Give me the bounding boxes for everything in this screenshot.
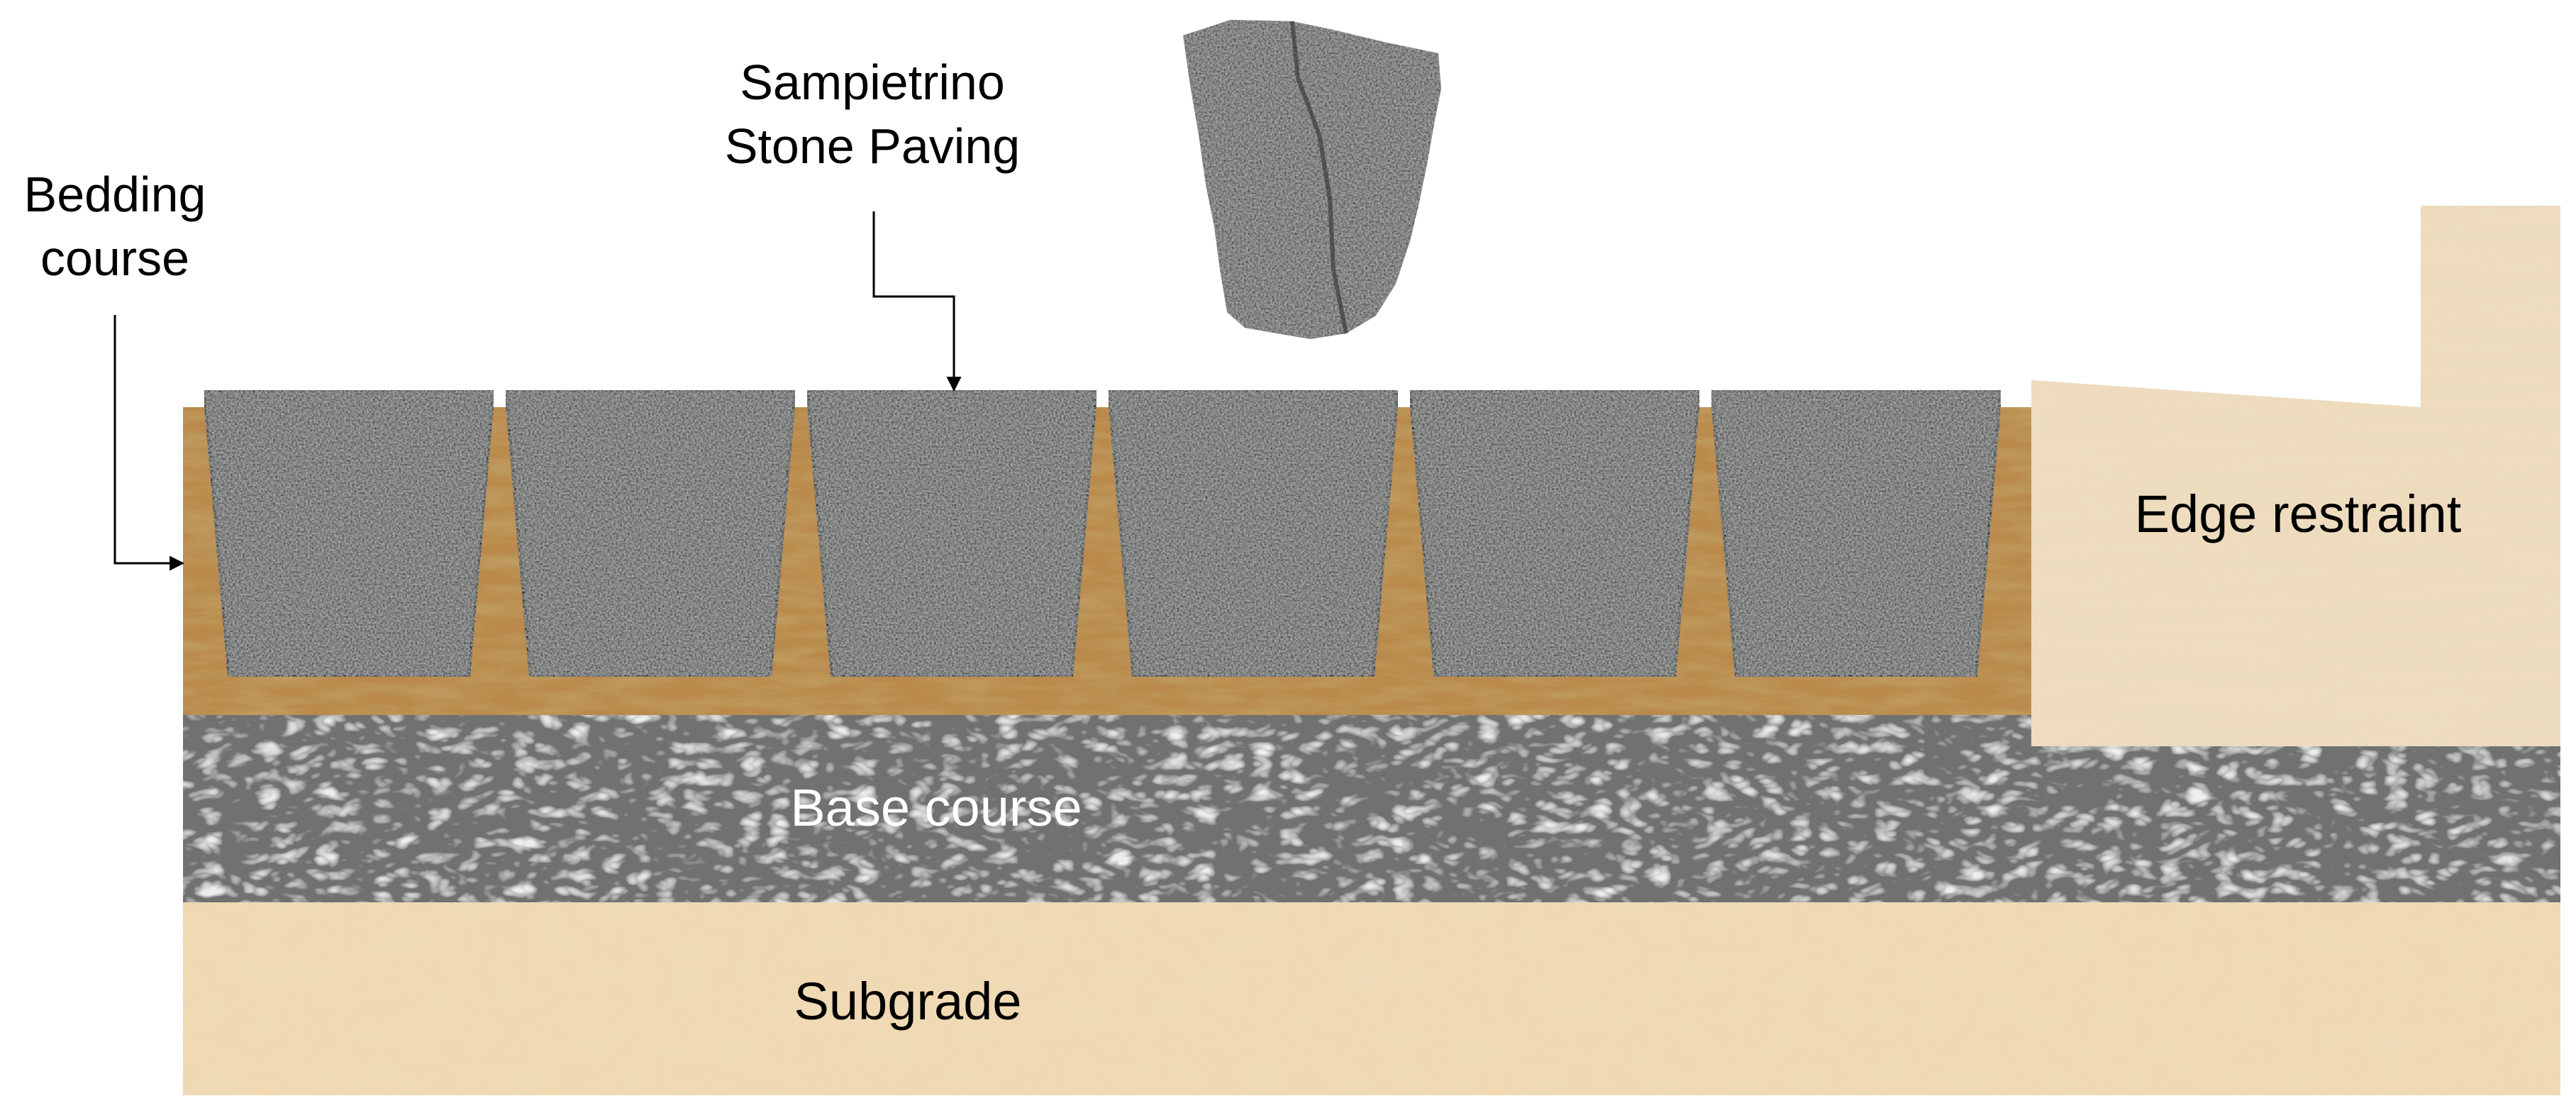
paving-stone — [1408, 389, 1701, 678]
stone-paving-label-line2: Stone Paving — [724, 118, 1021, 174]
bedding-course-leader-arrow — [113, 315, 185, 571]
subgrade-label: Subgrade — [794, 972, 1022, 1031]
stone-paving-leader-arrow — [872, 211, 962, 392]
base-course-label: Base course — [790, 778, 1082, 837]
edge-restraint-label: Edge restraint — [2134, 484, 2462, 543]
bedding-course-label-line1: Bedding — [23, 167, 206, 222]
bedding-course-label-line2: course — [40, 230, 190, 286]
bedding-course-label: Bedding course — [4, 163, 226, 290]
stone-paving-label-line1: Sampietrino — [740, 55, 1005, 110]
paving-stone — [1106, 389, 1400, 678]
paving-stone — [1709, 389, 2003, 678]
edge-restraint-block — [2031, 206, 2560, 746]
paving-stone — [202, 389, 496, 678]
paving-stone — [504, 389, 797, 678]
subgrade-layer — [183, 902, 2560, 1095]
stone-paving-label: Sampietrino Stone Paving — [681, 51, 1064, 178]
paving-stone — [805, 389, 1099, 678]
paving-stones — [202, 389, 2003, 678]
loose-stone-ridge-icon — [1290, 21, 1348, 334]
loose-sampietrino-stone-icon — [1183, 20, 1441, 339]
